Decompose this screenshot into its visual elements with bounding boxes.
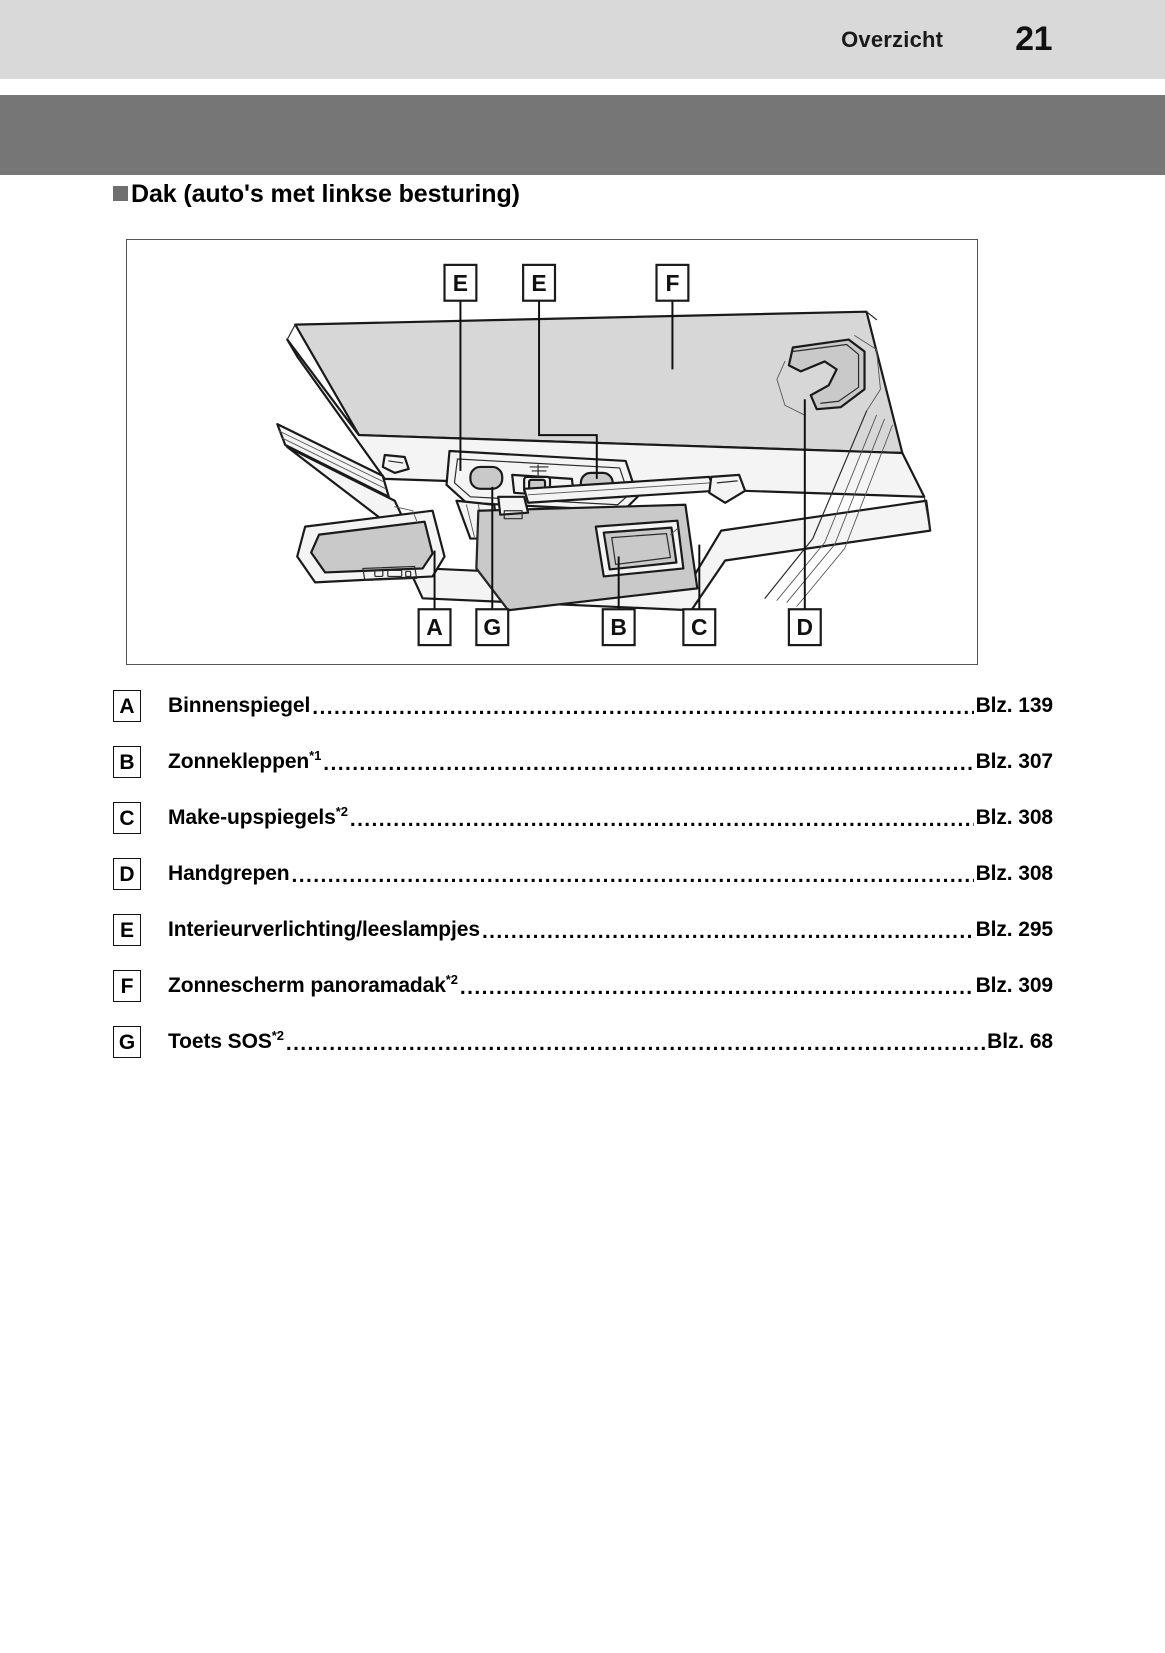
- index-item-page[interactable]: Blz. 308: [975, 806, 1054, 829]
- section-heading-text: Dak (auto's met linkse besturing): [131, 180, 520, 208]
- leader-dots: ........................................…: [349, 808, 974, 831]
- index-item-page[interactable]: Blz. 68: [987, 1030, 1053, 1053]
- leader-dots: ........................................…: [285, 1032, 985, 1055]
- index-item-label: Binnenspiegel: [168, 694, 311, 717]
- index-item-page[interactable]: Blz. 295: [975, 918, 1054, 941]
- leader-dots: ........................................…: [459, 976, 974, 999]
- callout-C: C: [682, 608, 717, 647]
- list-item[interactable]: A Binnenspiegel ........................…: [113, 678, 1053, 734]
- index-item-footnote: *2: [335, 804, 348, 819]
- callout-G: G: [475, 608, 510, 647]
- list-item[interactable]: B Zonnekleppen*1 .......................…: [113, 734, 1053, 790]
- index-letter-badge: D: [113, 858, 141, 890]
- index-item-footnote: *2: [271, 1028, 284, 1043]
- callout-B: B: [601, 608, 636, 647]
- svg-text:E: E: [453, 270, 468, 296]
- svg-text:F: F: [665, 270, 679, 296]
- svg-text:C: C: [691, 614, 708, 640]
- svg-text:G: G: [483, 614, 501, 640]
- roof-overview-illustration: .ol { fill:none; stroke:#1a1a1a; stroke-…: [126, 239, 978, 665]
- index-letter-badge: G: [113, 1026, 141, 1058]
- filled-square-icon: [113, 186, 128, 201]
- leader-dots: ........................................…: [481, 920, 974, 943]
- svg-text:D: D: [797, 614, 814, 640]
- index-item-page[interactable]: Blz. 308: [975, 862, 1054, 885]
- svg-text:A: A: [426, 614, 443, 640]
- leader-dots: ........................................…: [323, 752, 974, 775]
- callout-E-left: E: [443, 263, 478, 302]
- index-item-footnote: *2: [445, 972, 458, 987]
- index-item-label: Zonnekleppen*1: [168, 748, 322, 773]
- svg-text:E: E: [531, 270, 546, 296]
- page-title: Overzicht: [841, 26, 944, 52]
- chapter-color-band: [0, 95, 1165, 175]
- callout-D: D: [787, 608, 822, 647]
- index-letter-badge: E: [113, 914, 141, 946]
- list-item[interactable]: F Zonnescherm panoramadak*2 ............…: [113, 958, 1053, 1014]
- component-index-list: A Binnenspiegel ........................…: [113, 678, 1053, 1070]
- callout-F: F: [655, 263, 690, 302]
- index-item-footnote: *1: [309, 748, 322, 763]
- page-header: Overzicht 21: [0, 0, 1165, 79]
- callout-A: A: [417, 608, 452, 647]
- index-letter-badge: C: [113, 802, 141, 834]
- list-item[interactable]: C Make-upspiegels*2 ....................…: [113, 790, 1053, 846]
- svg-text:B: B: [610, 614, 627, 640]
- list-item[interactable]: G Toets SOS*2 ..........................…: [113, 1014, 1053, 1070]
- leader-dots: ........................................…: [312, 696, 974, 719]
- index-item-label: Make-upspiegels*2: [168, 804, 348, 829]
- index-item-page[interactable]: Blz. 309: [975, 974, 1054, 997]
- section-heading: Dak (auto's met linkse besturing): [113, 180, 520, 209]
- callout-E-right: E: [522, 263, 557, 302]
- list-item[interactable]: D Handgrepen ...........................…: [113, 846, 1053, 902]
- index-item-page[interactable]: Blz. 139: [975, 694, 1054, 717]
- index-letter-badge: A: [113, 690, 141, 722]
- page-number: 21: [1015, 20, 1052, 58]
- index-item-label: Interieurverlichting/leeslampjes: [168, 918, 480, 941]
- index-item-label: Zonnescherm panoramadak*2: [168, 972, 458, 997]
- index-item-label: Handgrepen: [168, 862, 290, 885]
- index-letter-badge: B: [113, 746, 141, 778]
- index-item-label: Toets SOS*2: [168, 1028, 284, 1053]
- index-item-page[interactable]: Blz. 307: [975, 750, 1054, 773]
- index-letter-badge: F: [113, 970, 141, 1002]
- list-item[interactable]: E Interieurverlichting/leeslampjes .....…: [113, 902, 1053, 958]
- leader-dots: ........................................…: [291, 864, 974, 887]
